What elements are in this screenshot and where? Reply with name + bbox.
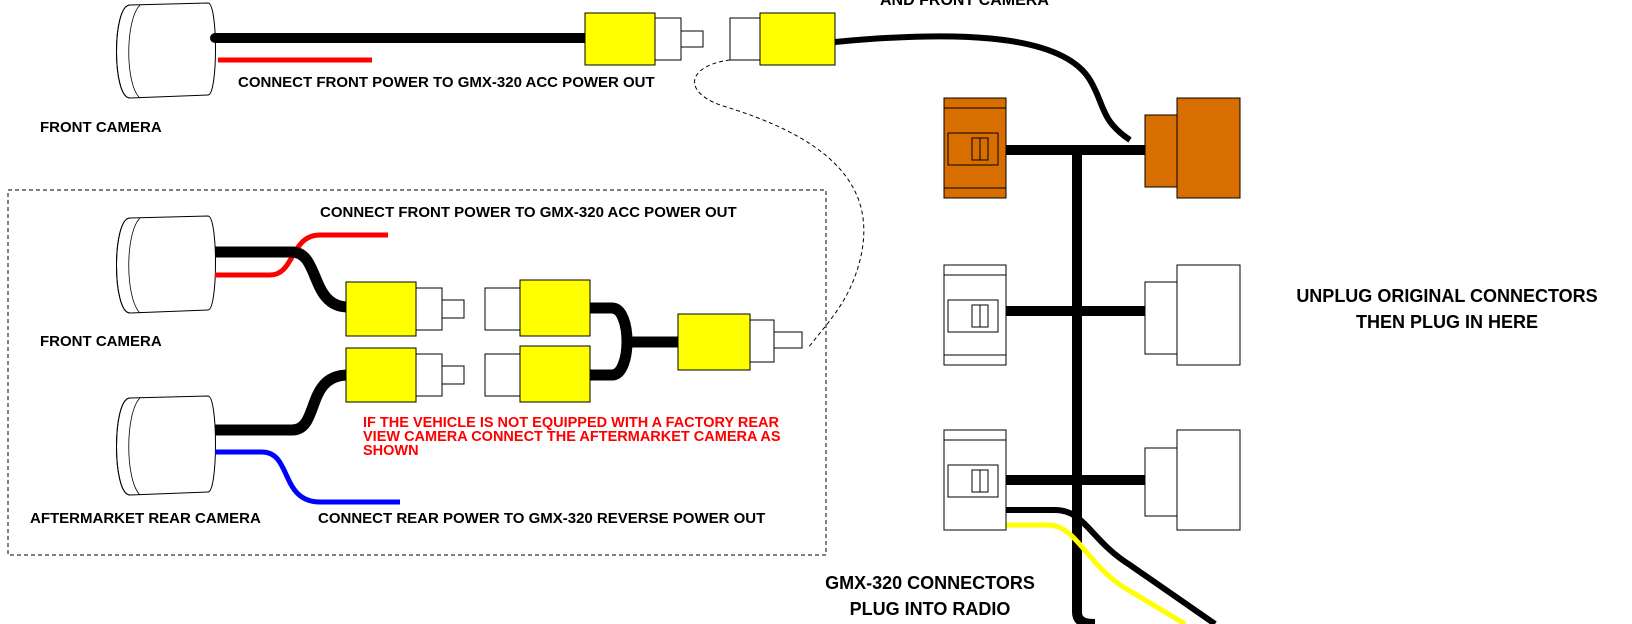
front-camera-top-label: FRONT CAMERA (40, 119, 162, 136)
vehicle-connector-orange (1144, 97, 1241, 199)
gmx-line1: GMX-320 CONNECTORS (825, 573, 1035, 593)
dashed-link (694, 59, 865, 349)
rear-power-box-label: CONNECT REAR POWER TO GMX-320 REVERSE PO… (318, 510, 766, 527)
unplug-label: UNPLUG ORIGINAL CONNECTORS THEN PLUG IN … (1262, 283, 1632, 335)
factory-note-label: IF THE VEHICLE IS NOT EQUIPPED WITH A FA… (363, 415, 781, 459)
front-power-top-label: CONNECT FRONT POWER TO GMX-320 ACC POWER… (238, 74, 655, 91)
header-partial-label: AND FRONT CAMERA (880, 0, 1049, 9)
top-harness-wire (834, 33, 1132, 143)
gmx-connector-orange (943, 97, 1007, 199)
radio-black-wire (1000, 507, 1217, 624)
unplug-line2: THEN PLUG IN HERE (1355, 312, 1538, 332)
gmx-label: GMX-320 CONNECTORS PLUG INTO RADIO (795, 570, 1065, 622)
front-camera-top (116, 2, 216, 99)
gmx-connector-white1 (943, 264, 1007, 366)
vehicle-connector-white2 (1144, 429, 1241, 531)
box-connector-rear-female (484, 345, 591, 403)
unplug-line1: UNPLUG ORIGINAL CONNECTORS (1296, 286, 1598, 306)
rear-camera-box (116, 395, 216, 496)
rear-camera-black-wire (215, 369, 349, 436)
top-yellow-connector-male (584, 12, 704, 66)
vehicle-connector-white1 (1144, 264, 1241, 366)
radio-yellow-wire (1000, 522, 1187, 624)
front-power-box-label: CONNECT FRONT POWER TO GMX-320 ACC POWER… (320, 204, 737, 221)
top-yellow-connector-female (729, 12, 836, 66)
gmx-line2: PLUG INTO RADIO (849, 599, 1011, 619)
box-connector-front-male (345, 281, 465, 337)
rear-camera-box-label: AFTERMARKET REAR CAMERA (30, 510, 261, 527)
box-connector-output (677, 313, 803, 371)
box-connector-front-female (484, 279, 591, 337)
factory-camera-box (7, 189, 827, 556)
gmx-connector-white2 (943, 429, 1007, 531)
front-camera-box (116, 215, 216, 314)
box-connector-rear-male (345, 347, 465, 403)
y-splitter-wire (590, 302, 680, 381)
rear-camera-blue-wire (215, 449, 400, 505)
front-camera-box-black-wire (215, 246, 349, 313)
front-camera-box-label: FRONT CAMERA (40, 333, 162, 350)
